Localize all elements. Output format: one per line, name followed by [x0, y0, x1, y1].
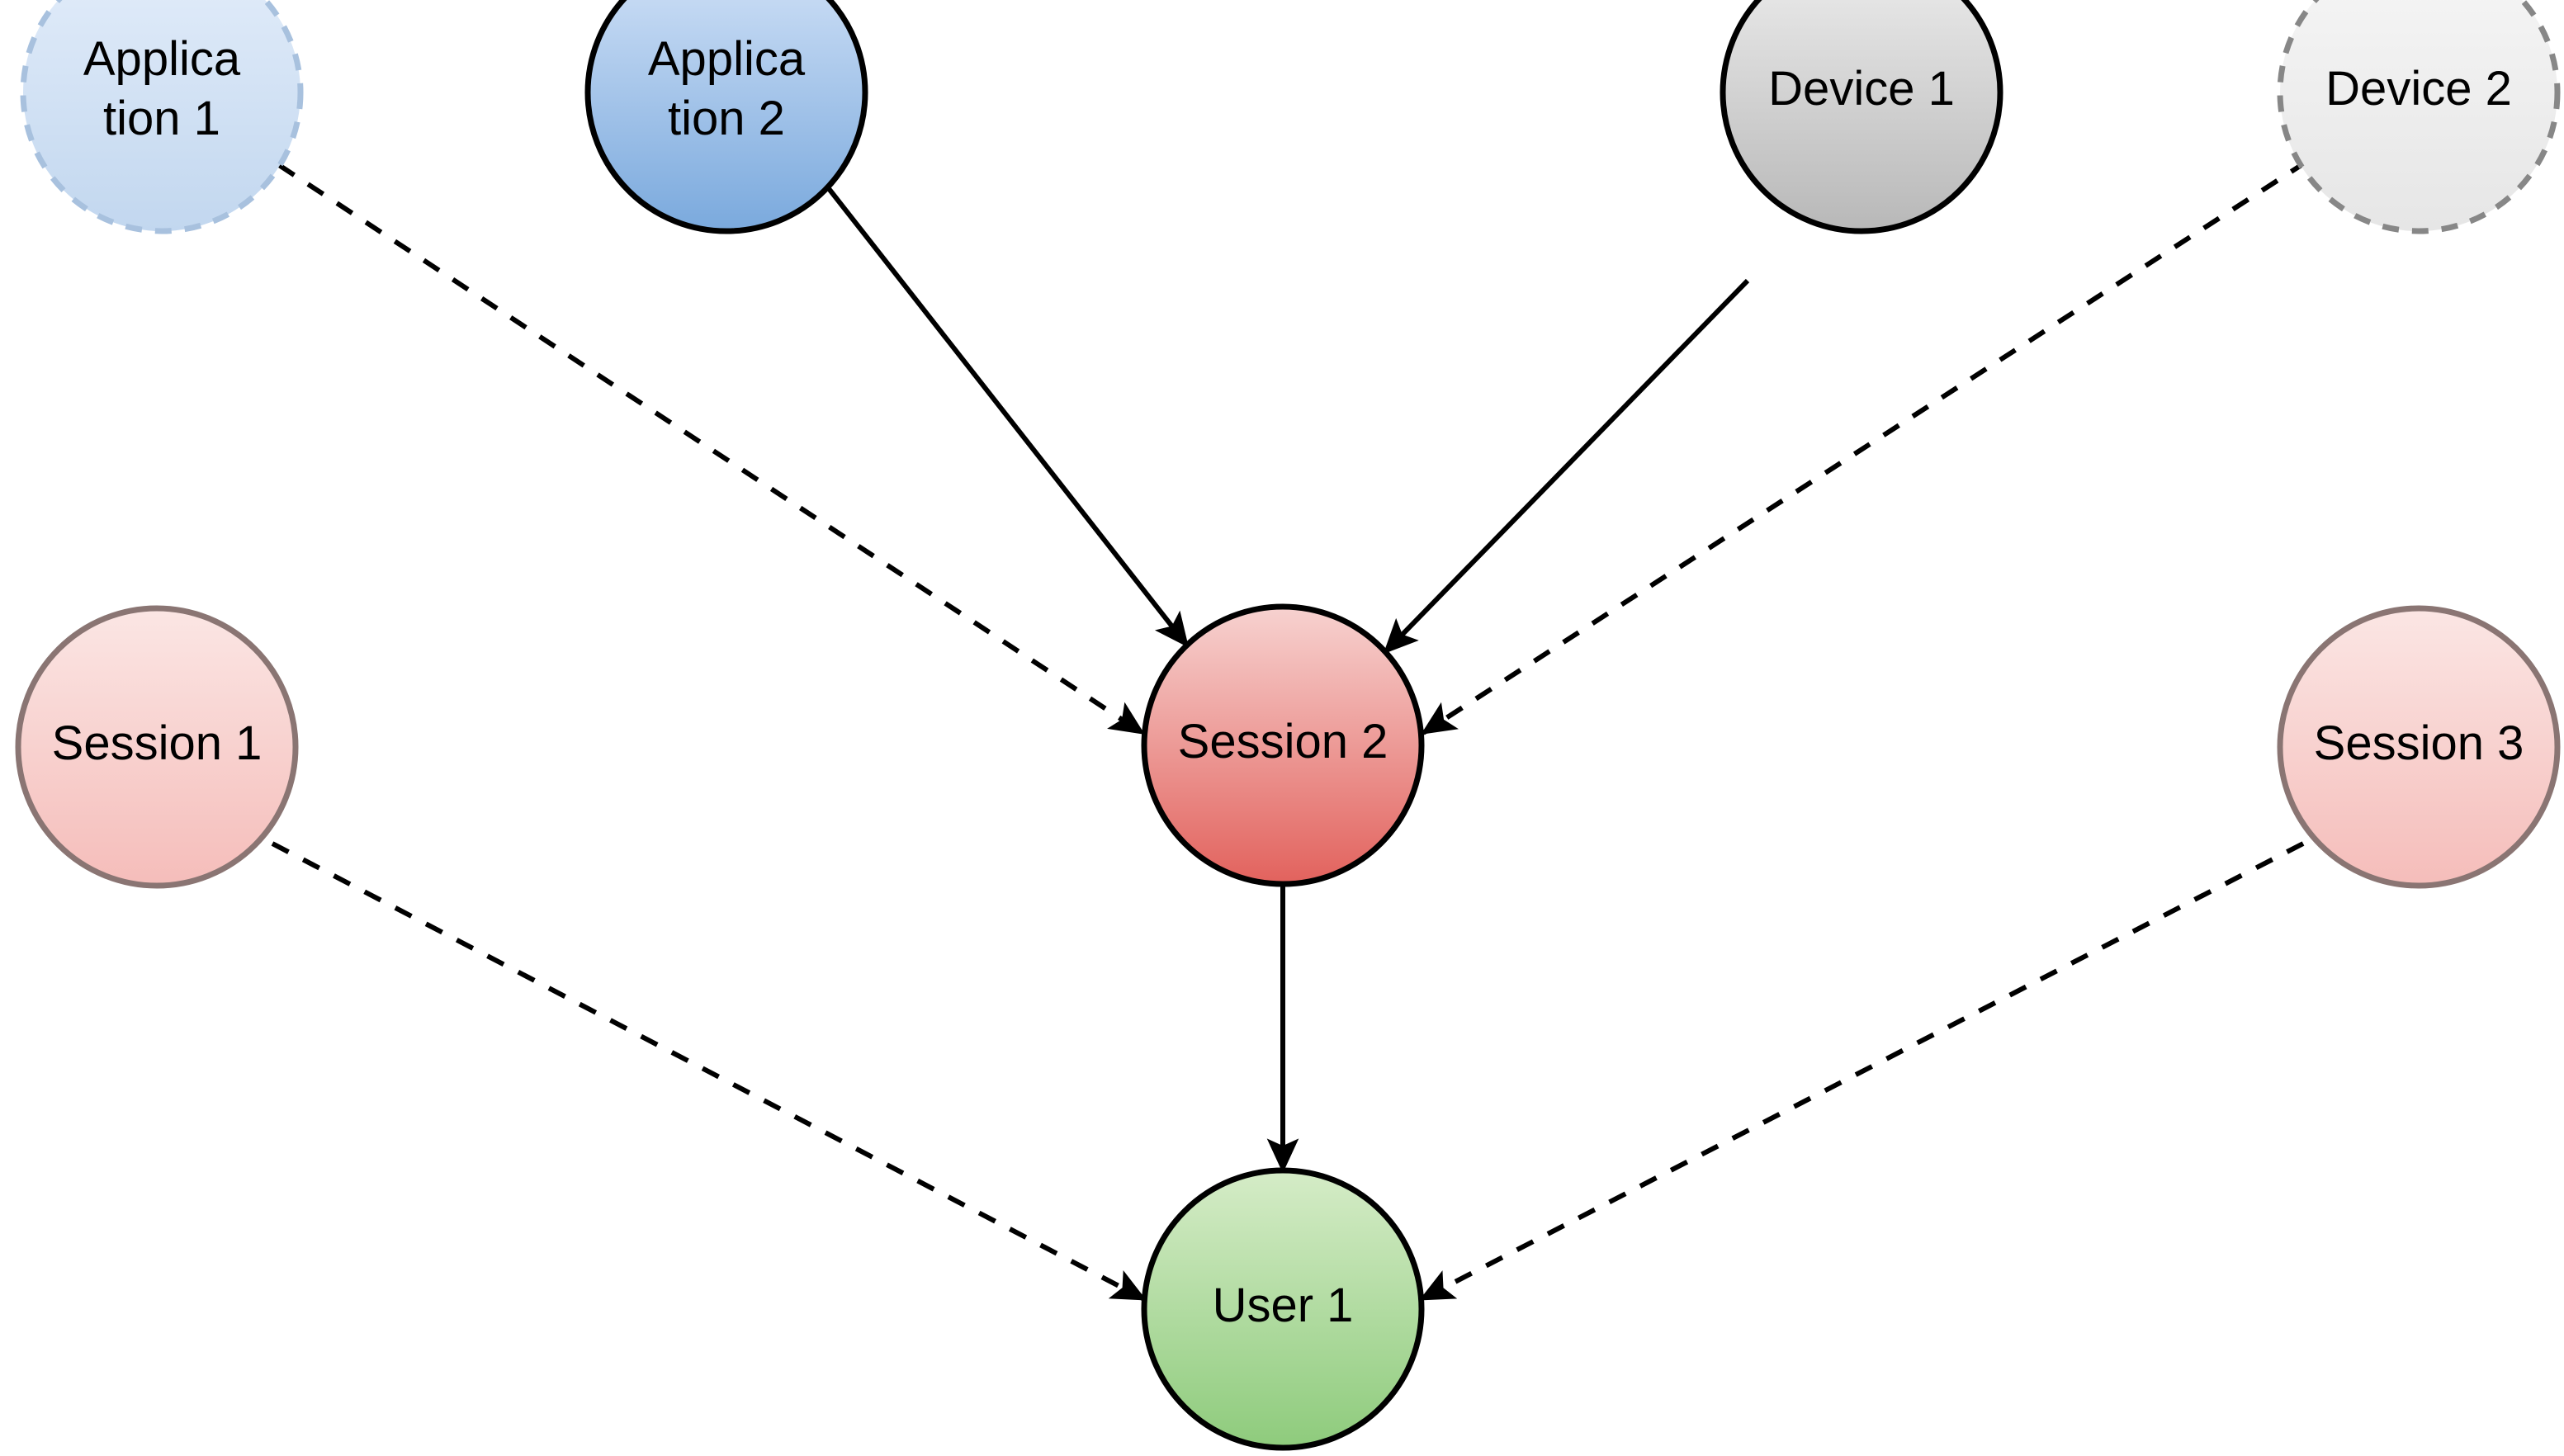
session-2-circle[interactable] [1141, 603, 1425, 887]
node-session-2[interactable]: Session 2 [1141, 603, 1425, 887]
node-device-2[interactable]: Device 2 [2277, 0, 2561, 234]
edge-session-1-to-user-1[interactable] [271, 841, 1147, 1302]
edges-layer [271, 159, 2308, 1302]
node-session-3[interactable]: Session 3 [2277, 605, 2561, 889]
edge-device-1-to-session-2[interactable] [1383, 278, 1750, 655]
application-1-circle[interactable] [20, 0, 304, 234]
device-1-circle[interactable] [1720, 0, 2003, 234]
edge-application-2-to-session-2[interactable] [825, 185, 1190, 648]
device-2-circle[interactable] [2277, 0, 2561, 234]
edge-application-1-to-session-2[interactable] [277, 163, 1145, 735]
session-3-circle[interactable] [2277, 605, 2561, 889]
node-session-1[interactable]: Session 1 [15, 605, 299, 889]
user-1-circle[interactable] [1141, 1167, 1425, 1451]
edge-device-2-to-session-2[interactable] [1421, 159, 2308, 735]
session-1-circle[interactable] [15, 605, 299, 889]
edge-session-3-to-user-1[interactable] [1419, 841, 2305, 1302]
node-user-1[interactable]: User 1 [1141, 1167, 1425, 1451]
node-device-1[interactable]: Device 1 [1720, 0, 2003, 234]
application-2-circle[interactable] [584, 0, 868, 234]
